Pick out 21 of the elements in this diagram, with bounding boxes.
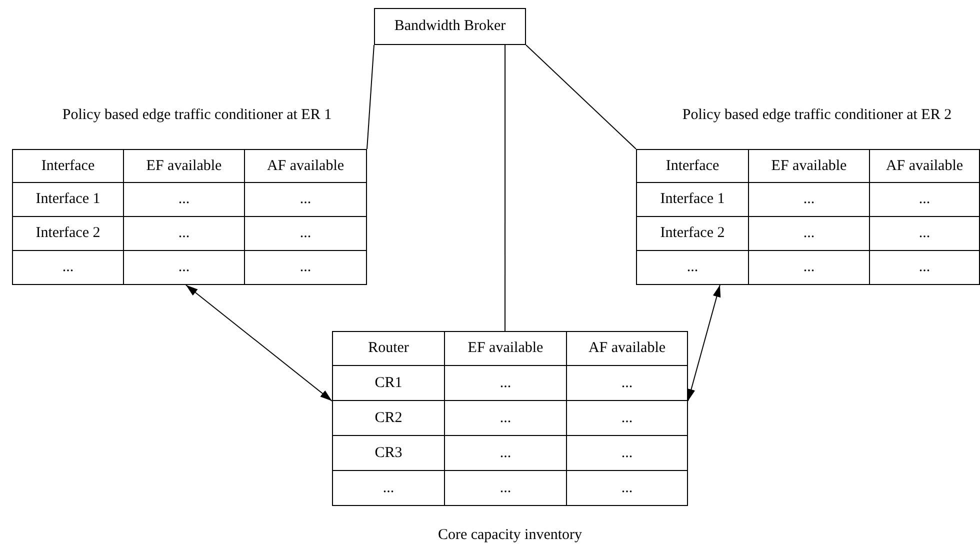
column-header: AF available: [244, 149, 367, 183]
connector-line: [366, 44, 374, 150]
double-arrow: [687, 284, 721, 402]
column-header: AF available: [566, 331, 688, 366]
table-cell: ...: [636, 250, 749, 285]
table-cell: ...: [12, 250, 124, 285]
table-cell: ...: [566, 470, 688, 506]
table-title: Policy based edge traffic conditioner at ER 2: [681, 106, 953, 124]
connector-line: [526, 44, 636, 150]
double-arrow: [185, 284, 332, 402]
column-header: AF available: [869, 149, 980, 183]
process-box: Bandwidth Broker: [374, 8, 526, 45]
column-header: Router: [332, 331, 445, 366]
table-cell: ...: [332, 470, 445, 506]
connector-line: [504, 44, 506, 332]
column-header: Interface: [636, 149, 749, 183]
table-cell: ...: [244, 250, 367, 285]
table-title: Policy based edge traffic conditioner at ER 1: [61, 106, 333, 124]
column-header: Interface: [12, 149, 124, 183]
table-title: Core capacity inventory: [436, 526, 584, 544]
table-cell: ...: [869, 250, 980, 285]
